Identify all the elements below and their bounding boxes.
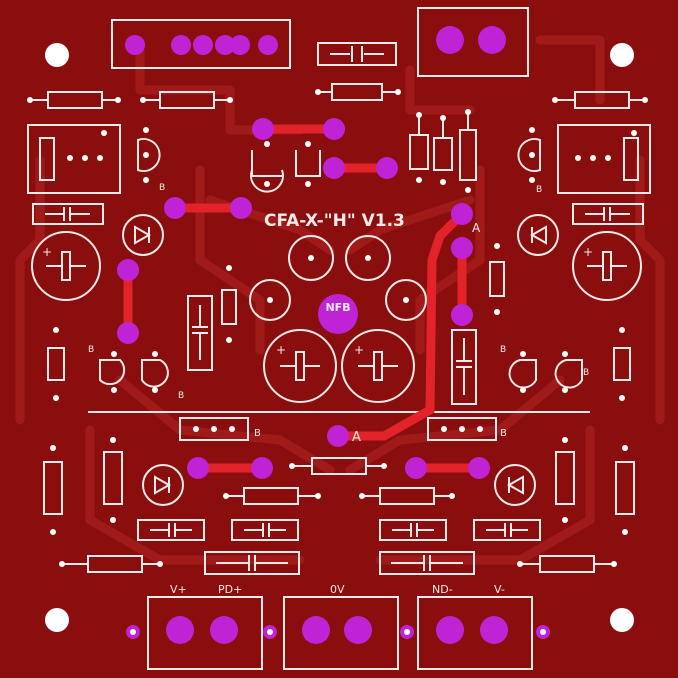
film-caps-row2 bbox=[32, 203, 644, 225]
label-v-minus: V- bbox=[494, 583, 505, 596]
mounting-holes bbox=[45, 43, 634, 632]
label-b-1: B bbox=[159, 183, 165, 193]
svg-text:+: + bbox=[354, 343, 364, 357]
vertical-caps-mid bbox=[187, 295, 477, 405]
transistor-module-right bbox=[557, 124, 651, 194]
resistors-top-row bbox=[27, 83, 648, 109]
resistor-r3 bbox=[315, 83, 401, 101]
label-b-3: B bbox=[88, 345, 94, 355]
resistor-r1 bbox=[27, 91, 121, 109]
label-nd-minus: ND- bbox=[432, 583, 453, 596]
label-b-2: B bbox=[536, 185, 542, 195]
headers-mid bbox=[179, 417, 497, 441]
label-pd-plus: PD+ bbox=[218, 583, 242, 596]
round-caps-center bbox=[249, 235, 427, 321]
mounting-hole-top-left bbox=[45, 43, 69, 67]
connector-top-left bbox=[111, 19, 291, 69]
board-title: CFA-X-"H" V1.3 bbox=[264, 211, 405, 231]
vertical-resistors-low bbox=[43, 437, 635, 535]
jumper-a-label-top: A bbox=[472, 221, 481, 235]
transistor-module-left bbox=[27, 124, 121, 194]
leds bbox=[122, 214, 559, 506]
label-b-5: B bbox=[500, 345, 506, 355]
label-b-8: B bbox=[500, 428, 507, 439]
horizontal-resistors-low bbox=[59, 457, 617, 573]
resistor-r2 bbox=[140, 91, 233, 109]
jumper-a-label: A bbox=[352, 430, 361, 445]
jumper-pads bbox=[117, 118, 490, 479]
label-b-4: B bbox=[178, 391, 184, 401]
mounting-hole-bottom-left bbox=[45, 608, 69, 632]
nfb-pad bbox=[318, 294, 358, 334]
power-connectors bbox=[126, 596, 550, 670]
nfb-label: NFB bbox=[325, 301, 350, 314]
label-b-6: B bbox=[583, 368, 589, 378]
vertical-resistors-mid bbox=[47, 243, 631, 401]
svg-text:+: + bbox=[583, 245, 593, 259]
mounting-hole-top-right bbox=[610, 43, 634, 67]
label-0v: 0V bbox=[330, 583, 345, 596]
label-v-plus: V+ bbox=[170, 583, 187, 596]
diodes-top-center bbox=[409, 109, 477, 193]
resistor-r4 bbox=[552, 91, 648, 109]
ghost-tracks bbox=[15, 35, 665, 565]
label-b-7: B bbox=[254, 428, 261, 439]
small-transistors-top bbox=[137, 127, 541, 193]
capacitor-top-center bbox=[317, 42, 397, 66]
mounting-hole-bottom-right bbox=[610, 608, 634, 632]
small-transistors-mid bbox=[99, 351, 583, 393]
svg-text:+: + bbox=[42, 245, 52, 259]
connector-top-right bbox=[417, 7, 529, 77]
svg-text:+: + bbox=[276, 343, 286, 357]
electrolytic-caps: + + + + bbox=[31, 231, 642, 403]
film-caps-low bbox=[137, 519, 541, 575]
